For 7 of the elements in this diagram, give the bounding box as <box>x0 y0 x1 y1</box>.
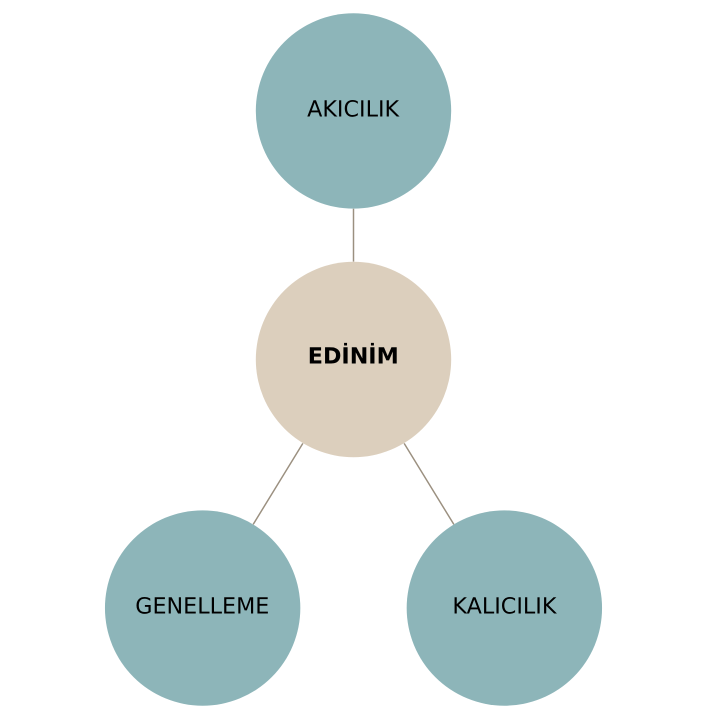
connector <box>252 442 304 525</box>
connector <box>352 208 354 262</box>
node-circle: AKICILIK <box>256 13 452 209</box>
node-circle: EDİNİM <box>256 262 452 458</box>
node-circle: KALICILIK <box>406 510 602 706</box>
node-circle: GENELLEME <box>104 510 300 706</box>
connector <box>404 442 454 525</box>
